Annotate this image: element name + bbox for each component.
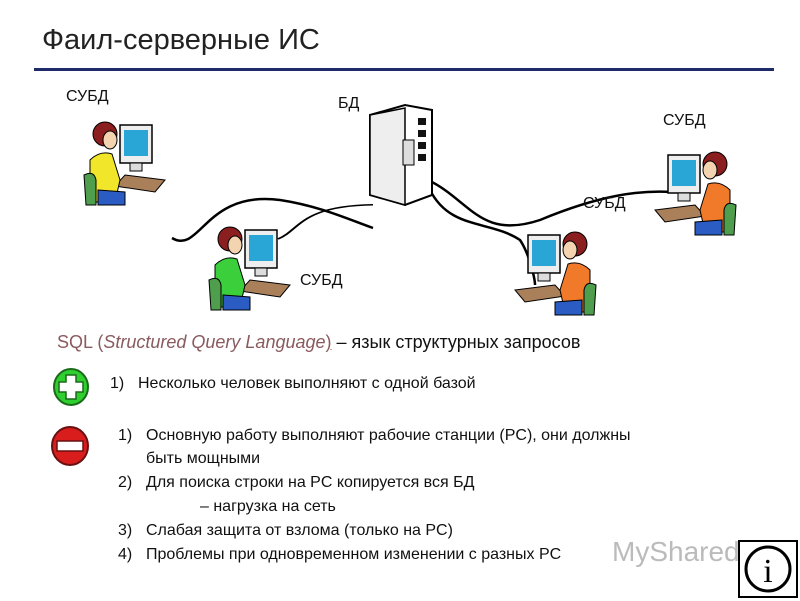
title-underline	[34, 68, 774, 71]
client-label: СУБД	[300, 272, 343, 289]
workstation-icon	[208, 226, 291, 311]
con-item: 1)Основную работу выполняют рабочие стан…	[118, 427, 631, 444]
cable-1	[171, 197, 374, 242]
con-item: 4)Проблемы при одновременном изменении с…	[118, 546, 562, 563]
con-item-continuation: – нагрузка на сеть	[200, 498, 336, 515]
minus-icon	[51, 426, 89, 466]
client-label: СУБД	[66, 88, 109, 105]
client-label: СУБД	[663, 112, 706, 129]
workstation-icon	[514, 231, 597, 316]
cable-3	[427, 178, 673, 227]
con-item: 3)Слабая защита от взлома (только на PC)	[118, 522, 453, 539]
info-logo-icon: i	[738, 540, 798, 598]
plus-icon	[53, 368, 89, 406]
slide-title: Фаил-серверные ИС	[42, 24, 320, 56]
network-diagram	[83, 103, 737, 316]
cable-2	[277, 204, 374, 240]
pro-item: 1)Несколько человек выполняют с одной ба…	[110, 375, 476, 392]
svg-text:i: i	[763, 553, 772, 590]
client-label: СУБД	[583, 195, 626, 212]
server-icon	[369, 103, 433, 207]
con-item-continuation: быть мощными	[146, 450, 261, 467]
watermark: MyShared	[612, 536, 740, 567]
workstation-icon	[654, 151, 737, 236]
cable-4	[428, 189, 537, 286]
sql-definition: SQL (Structured Query Language) – язык с…	[57, 332, 581, 352]
con-item: 2)Для поиска строки на PC копируется вся…	[118, 474, 475, 491]
workstation-icon	[83, 121, 166, 206]
server-label: БД	[338, 95, 360, 112]
